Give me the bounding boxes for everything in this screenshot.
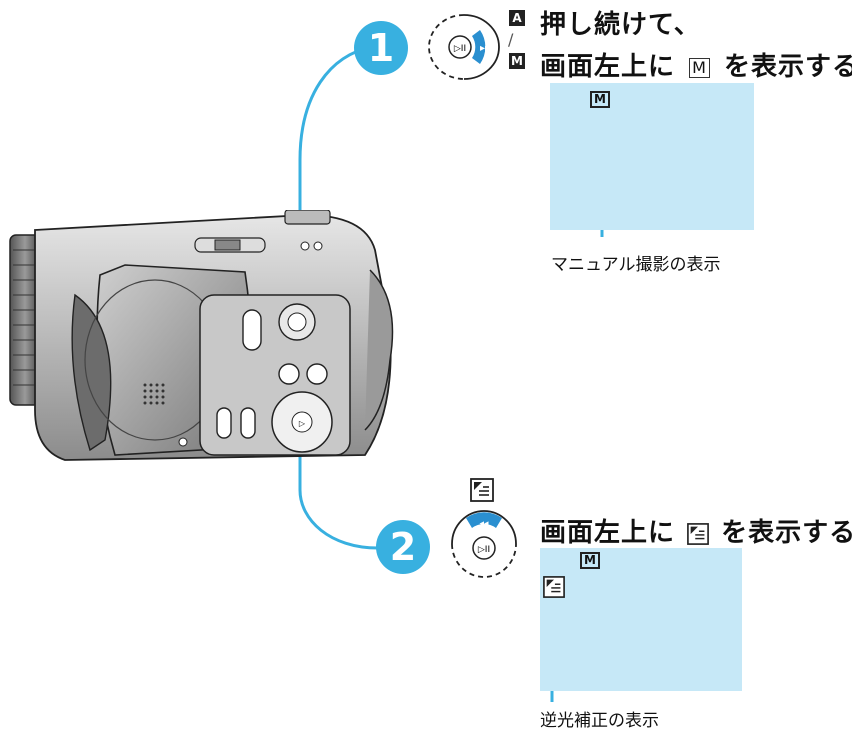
step-1-screen-preview: M [550, 83, 754, 230]
line2-after: を表示する [723, 52, 852, 82]
step-2-instruction: 画面左上に を表示する [540, 512, 852, 549]
manual-shooting-caption: マニュアル撮影の表示 [551, 255, 721, 275]
backlight-compensation-icon [470, 478, 494, 502]
screen-manual-icon: M [590, 91, 610, 108]
auto-mode-label: A [512, 11, 522, 25]
step-2-badge: 2 [376, 520, 430, 574]
manual-mode-label: M [511, 54, 523, 68]
slash-divider: / [508, 30, 514, 49]
inline-backlight-icon [687, 522, 709, 545]
dial-up-icon: ◂◂ ▷II [451, 510, 517, 578]
dial-forward-icon: ▸▸ ▷II [428, 14, 500, 80]
svg-text:▷II: ▷II [478, 545, 490, 555]
step-1-badge: 1 [354, 21, 408, 75]
svg-text:▷II: ▷II [454, 44, 466, 54]
step-1-instruction-line-2: 画面左上に M を表示する [540, 46, 852, 83]
manual-indicator-icon: M [689, 57, 710, 78]
screen-manual-icon-2: M [580, 552, 600, 569]
step-1-instruction-line-1: 押し続けて、 [540, 10, 701, 40]
svg-text:▸▸: ▸▸ [480, 43, 490, 54]
step-1-number: 1 [367, 26, 395, 70]
backlight-compensation-caption: 逆光補正の表示 [540, 711, 659, 731]
camcorder-illustration: ▷ [9, 210, 394, 461]
svg-text:▷: ▷ [299, 419, 306, 428]
auto-mode-icon: A [509, 10, 525, 26]
step-2-screen-preview: M [540, 548, 742, 691]
screen-backlight-icon [543, 576, 565, 598]
step-2-number: 2 [389, 525, 417, 569]
svg-text:◂◂: ◂◂ [479, 519, 489, 529]
line2-before: 画面左上に [540, 52, 676, 82]
step-2-after: を表示する [721, 518, 852, 548]
manual-mode-icon: M [509, 53, 525, 69]
step-2-before: 画面左上に [540, 518, 676, 548]
